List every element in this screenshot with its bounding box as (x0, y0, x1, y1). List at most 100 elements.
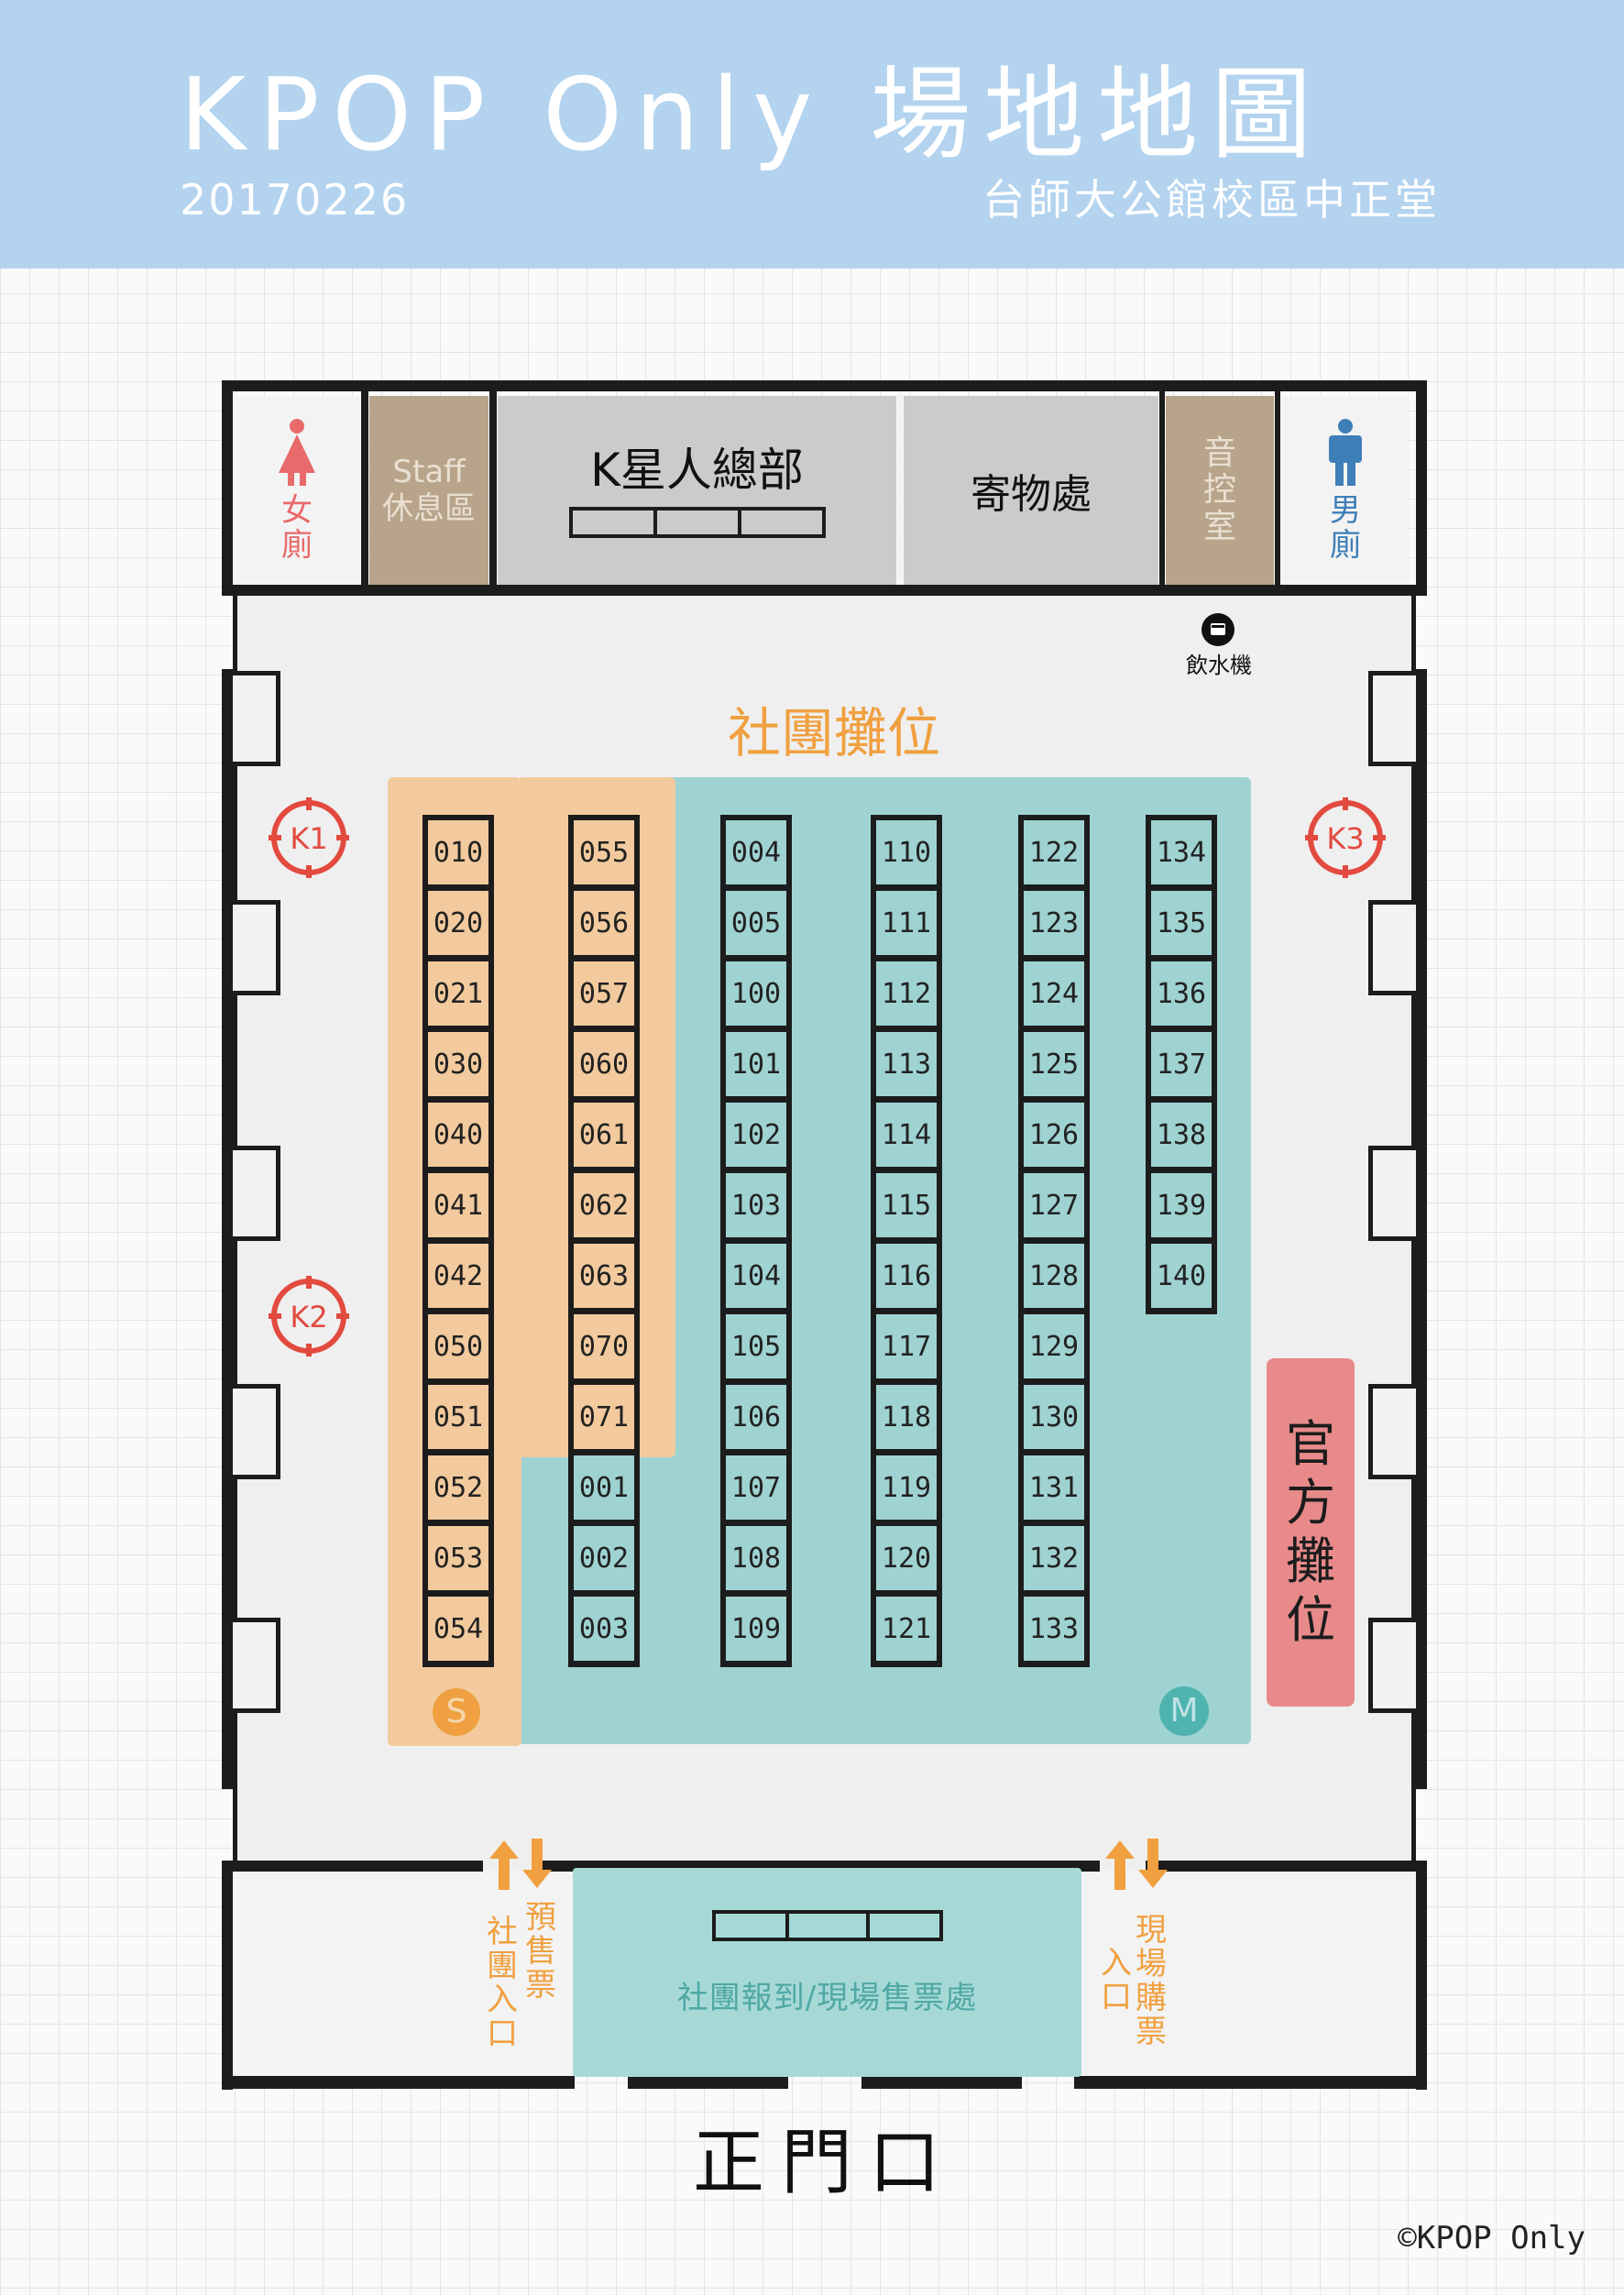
divider-4 (1159, 391, 1165, 585)
booth-122: 122 (1024, 820, 1084, 884)
booth-132: 132 (1024, 1526, 1084, 1590)
club-entrance-label: 社團入口 (487, 1914, 518, 2052)
window-left-3 (233, 1146, 280, 1241)
page-title: KPOP Only 場地地圖 (180, 56, 1325, 173)
booth-104: 104 (726, 1244, 786, 1308)
booth-131: 131 (1024, 1455, 1084, 1520)
k-hq-desk (568, 507, 826, 538)
water-fountain-label: 飲水機 (1186, 653, 1252, 678)
wall-right-upper (1416, 380, 1427, 596)
k3-label: K3 (1326, 821, 1364, 856)
window-left-4 (233, 1384, 280, 1479)
window-right-3 (1368, 1146, 1416, 1241)
marker-m: M (1159, 1686, 1209, 1736)
header-banner (0, 0, 1624, 269)
official-booths-area: 官方攤位 (1267, 1358, 1355, 1707)
booth-050: 050 (428, 1314, 488, 1378)
booth-136: 136 (1151, 961, 1212, 1026)
staff-lounge-label-en: Staff (392, 454, 466, 490)
main-gate-label: 正門口 (692, 2122, 957, 2204)
copyright: ©KPOP Only (1398, 2220, 1586, 2257)
male-icon (1329, 419, 1362, 486)
booth-138: 138 (1151, 1103, 1212, 1167)
booth-106: 106 (726, 1385, 786, 1449)
booth-107: 107 (726, 1455, 786, 1520)
booth-030: 030 (428, 1032, 488, 1096)
divider-3 (897, 391, 903, 585)
female-icon (279, 419, 315, 486)
wall-lower-top-left (222, 1861, 483, 1872)
booth-123: 123 (1024, 891, 1084, 955)
booth-128: 128 (1024, 1244, 1084, 1308)
room-mens-restroom: 男廁 (1281, 396, 1410, 585)
room-cloakroom: 寄物處 (904, 396, 1158, 585)
wall-bottom-door2 (861, 2076, 1022, 2089)
booth-111: 111 (876, 891, 937, 955)
booth-125: 125 (1024, 1032, 1084, 1096)
booth-112: 112 (876, 961, 937, 1026)
wall-bottom-right (1074, 2076, 1427, 2089)
k1-marker: K1 (269, 797, 349, 878)
cloakroom-label: 寄物處 (971, 471, 1092, 518)
booth-129: 129 (1024, 1314, 1084, 1378)
booth-140: 140 (1151, 1244, 1212, 1308)
k-hq-label: K星人總部 (590, 444, 804, 497)
booth-121: 121 (876, 1597, 937, 1661)
event-date: 20170226 (180, 175, 410, 225)
booth-010: 010 (428, 820, 488, 884)
right-entrance-arrows-icon (1105, 1839, 1168, 1890)
presale-ticket-label: 預售票 (525, 1899, 556, 2004)
checkin-ticketing-area: 社團報到/現場售票處 (573, 1868, 1081, 2077)
sound-control-label: 音控室 (1202, 434, 1236, 545)
k3-marker: K3 (1305, 797, 1386, 878)
k2-marker: K2 (269, 1276, 349, 1356)
booth-113: 113 (876, 1032, 937, 1096)
divider-1 (361, 391, 368, 585)
booth-118: 118 (876, 1385, 937, 1449)
booth-020: 020 (428, 891, 488, 955)
column-right (1416, 669, 1427, 1789)
official-booths-label: 官方攤位 (1286, 1415, 1335, 1649)
checkin-label: 社團報到/現場售票處 (676, 1979, 978, 2016)
booth-004: 004 (726, 820, 786, 884)
booth-053: 053 (428, 1526, 488, 1590)
booth-051: 051 (428, 1385, 488, 1449)
onsite-ticket-label: 現場購票 (1136, 1912, 1167, 2050)
room-k-headquarters: K星人總部 (498, 396, 896, 585)
wall-under-rooms (222, 585, 1427, 596)
booth-116: 116 (876, 1244, 937, 1308)
booth-061: 061 (574, 1103, 634, 1167)
booth-115: 115 (876, 1173, 937, 1237)
column-left (222, 669, 233, 1789)
booth-108: 108 (726, 1526, 786, 1590)
booth-063: 063 (574, 1244, 634, 1308)
divider-2 (489, 391, 497, 585)
booth-052: 052 (428, 1455, 488, 1520)
window-right-5 (1368, 1618, 1416, 1713)
booth-137: 137 (1151, 1032, 1212, 1096)
booth-133: 133 (1024, 1597, 1084, 1661)
k2-label: K2 (290, 1300, 327, 1334)
booth-021: 021 (428, 961, 488, 1026)
booth-110: 110 (876, 820, 937, 884)
water-fountain-icon (1202, 613, 1234, 646)
booth-103: 103 (726, 1173, 786, 1237)
booth-120: 120 (876, 1526, 937, 1590)
booth-005: 005 (726, 891, 786, 955)
booth-002: 002 (574, 1526, 634, 1590)
womens-restroom-label: 女廁 (281, 492, 313, 564)
onsite-entrance-label: 入口 (1101, 1945, 1132, 2015)
window-right-1 (1368, 671, 1416, 766)
booth-070: 070 (574, 1314, 634, 1378)
room-sound-control: 音控室 (1166, 396, 1274, 585)
wall-bottom-door1 (628, 2076, 788, 2089)
booth-124: 124 (1024, 961, 1084, 1026)
booth-055: 055 (574, 820, 634, 884)
club-booths-heading: 社團攤位 (727, 702, 940, 764)
booth-127: 127 (1024, 1173, 1084, 1237)
